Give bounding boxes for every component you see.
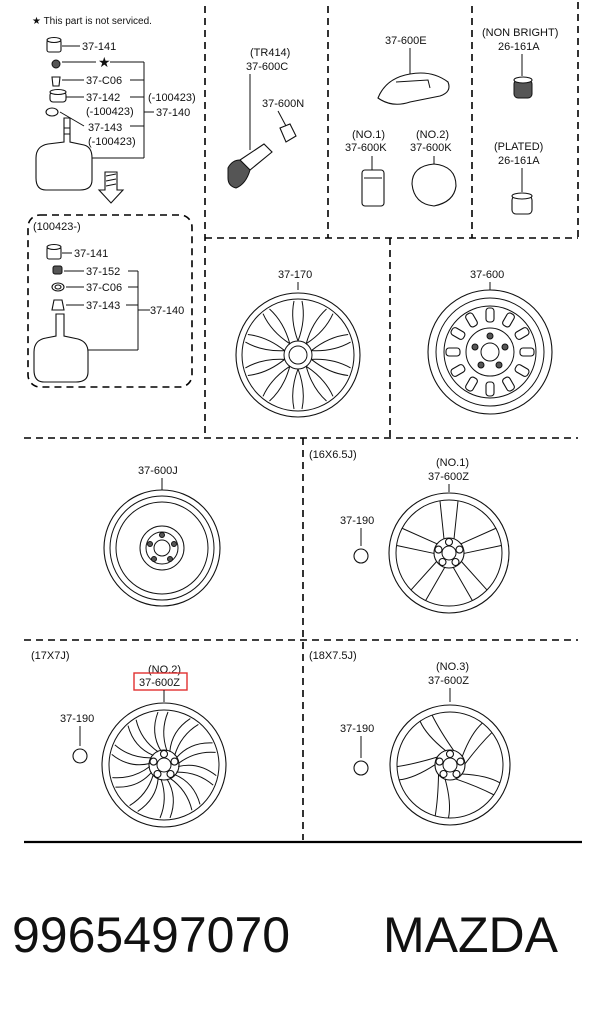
alloy-16-size: (16X6.5J)	[309, 449, 357, 461]
spare-wheel-label: 37-600J	[138, 465, 178, 477]
label-37-143: 37-143	[88, 122, 122, 134]
tpms-sensor	[35, 117, 93, 191]
wheel-cover-part	[235, 292, 361, 418]
center-ornament-part	[72, 748, 88, 764]
lug-nut-section: (NON BRIGHT) 26-161A (PLATED) 26-161A	[482, 27, 558, 215]
valve-stem-label: 37-600C	[246, 61, 288, 73]
nut-bright-label: 26-161A	[498, 41, 540, 53]
alloy-18-size: (18X7.5J)	[309, 650, 357, 662]
alloy-18-ornament-label: 37-190	[340, 723, 374, 735]
alloy-17-wheel	[101, 702, 227, 828]
alloy-16-label: 37-600Z	[428, 471, 469, 483]
alloy-18-wheel	[389, 704, 511, 826]
label-37-141: 37-141	[74, 248, 108, 260]
label-37-c06: 37-C06	[86, 75, 122, 87]
kit-no1-label: 37-600K	[345, 142, 387, 154]
steel-wheel-label: 37-600	[470, 269, 504, 281]
alloy-wheel-18-section: (18X7.5J) (NO.3) 37-600Z 37-190	[309, 650, 511, 826]
alloy-18-label: 37-600Z	[428, 675, 469, 687]
label-37-140: 37-140	[150, 305, 184, 317]
valve-cap-label: 37-600N	[262, 98, 304, 110]
wheel-cover-section: 37-170	[235, 269, 361, 418]
tpms-sensor	[33, 313, 89, 383]
kit-no1-part	[361, 169, 385, 207]
label-37-142: 37-142	[86, 92, 120, 104]
spare-wheel-part	[103, 489, 221, 607]
spare-wheel-section: 37-600J	[103, 465, 221, 607]
wheel-cover-label: 37-170	[278, 269, 312, 281]
center-ornament-part	[353, 760, 369, 776]
part-number: 9965497070	[12, 907, 290, 963]
label-37-141: 37-141	[82, 41, 116, 53]
label-37-140-date: (-100423)	[148, 92, 196, 104]
alloy-16-wheel	[388, 492, 510, 614]
repair-kit-section: 37-600E (NO.1) 37-600K (NO.2) 37-600K	[345, 35, 457, 207]
seal-ring	[45, 107, 59, 117]
alloy-18-no: (NO.3)	[436, 661, 469, 673]
washer-part	[51, 76, 61, 87]
label-37-143: 37-143	[86, 300, 120, 312]
repair-kit-label: 37-600E	[385, 35, 427, 47]
grommet-part	[51, 299, 65, 311]
nut-plated-desc: (PLATED)	[494, 141, 543, 153]
valve-core	[52, 265, 63, 275]
kit-no2-label: 37-600K	[410, 142, 452, 154]
valve-stem-cap-part	[279, 123, 297, 143]
label-37-152: 37-152	[86, 266, 120, 278]
steel-wheel-section: 37-600	[427, 269, 553, 415]
alloy-17-label: 37-600Z	[139, 677, 180, 689]
label-37-140: 37-140	[156, 107, 190, 119]
nut-plated-label: 26-161A	[498, 155, 540, 167]
alloy-wheel-17-section: (17X7J) (NO.2) 37-600Z 37-190	[31, 650, 227, 828]
center-ornament-part	[353, 548, 369, 564]
not-serviced-note: ★ This part is not serviced.	[32, 16, 152, 27]
steel-wheel-part	[427, 289, 553, 415]
panel-date: (100423-)	[33, 221, 81, 233]
repair-kit-part	[377, 72, 450, 105]
not-serviced-star-icon: ★	[98, 54, 111, 70]
alloy-16-ornament-label: 37-190	[340, 515, 374, 527]
valve-stem-spec: (TR414)	[250, 47, 290, 59]
alloy-wheel-16-section: (16X6.5J) (NO.1) 37-600Z 37-190	[309, 449, 510, 614]
brand-name: MAZDA	[383, 907, 559, 963]
highlight-box	[133, 672, 188, 691]
valve-stem-section: (TR414) 37-600C 37-600N	[227, 47, 304, 189]
tpms-valve-panel: 37-141 ★ 37-C06 37-142 (-100423) 37-143 …	[35, 36, 196, 204]
alloy-17-size: (17X7J)	[31, 650, 70, 662]
down-arrow-icon	[97, 171, 125, 204]
section-dividers	[24, 2, 579, 840]
tpms-valve-panel-new: (100423-) 37-141 37-152 37-C06 37-143 37…	[33, 221, 184, 383]
label-37-143-date: (-100423)	[88, 136, 136, 148]
label-37-c06: 37-C06	[86, 282, 122, 294]
label-37-142-date: (-100423)	[86, 106, 134, 118]
nut-bright-desc: (NON BRIGHT)	[482, 27, 558, 39]
valve-core	[51, 59, 61, 69]
kit-no1: (NO.1)	[352, 129, 385, 141]
kit-no2: (NO.2)	[416, 129, 449, 141]
alloy-17-no: (NO.2)	[148, 664, 181, 676]
kit-no2-part	[411, 163, 457, 207]
alloy-17-ornament-label: 37-190	[60, 713, 94, 725]
alloy-16-no: (NO.1)	[436, 457, 469, 469]
